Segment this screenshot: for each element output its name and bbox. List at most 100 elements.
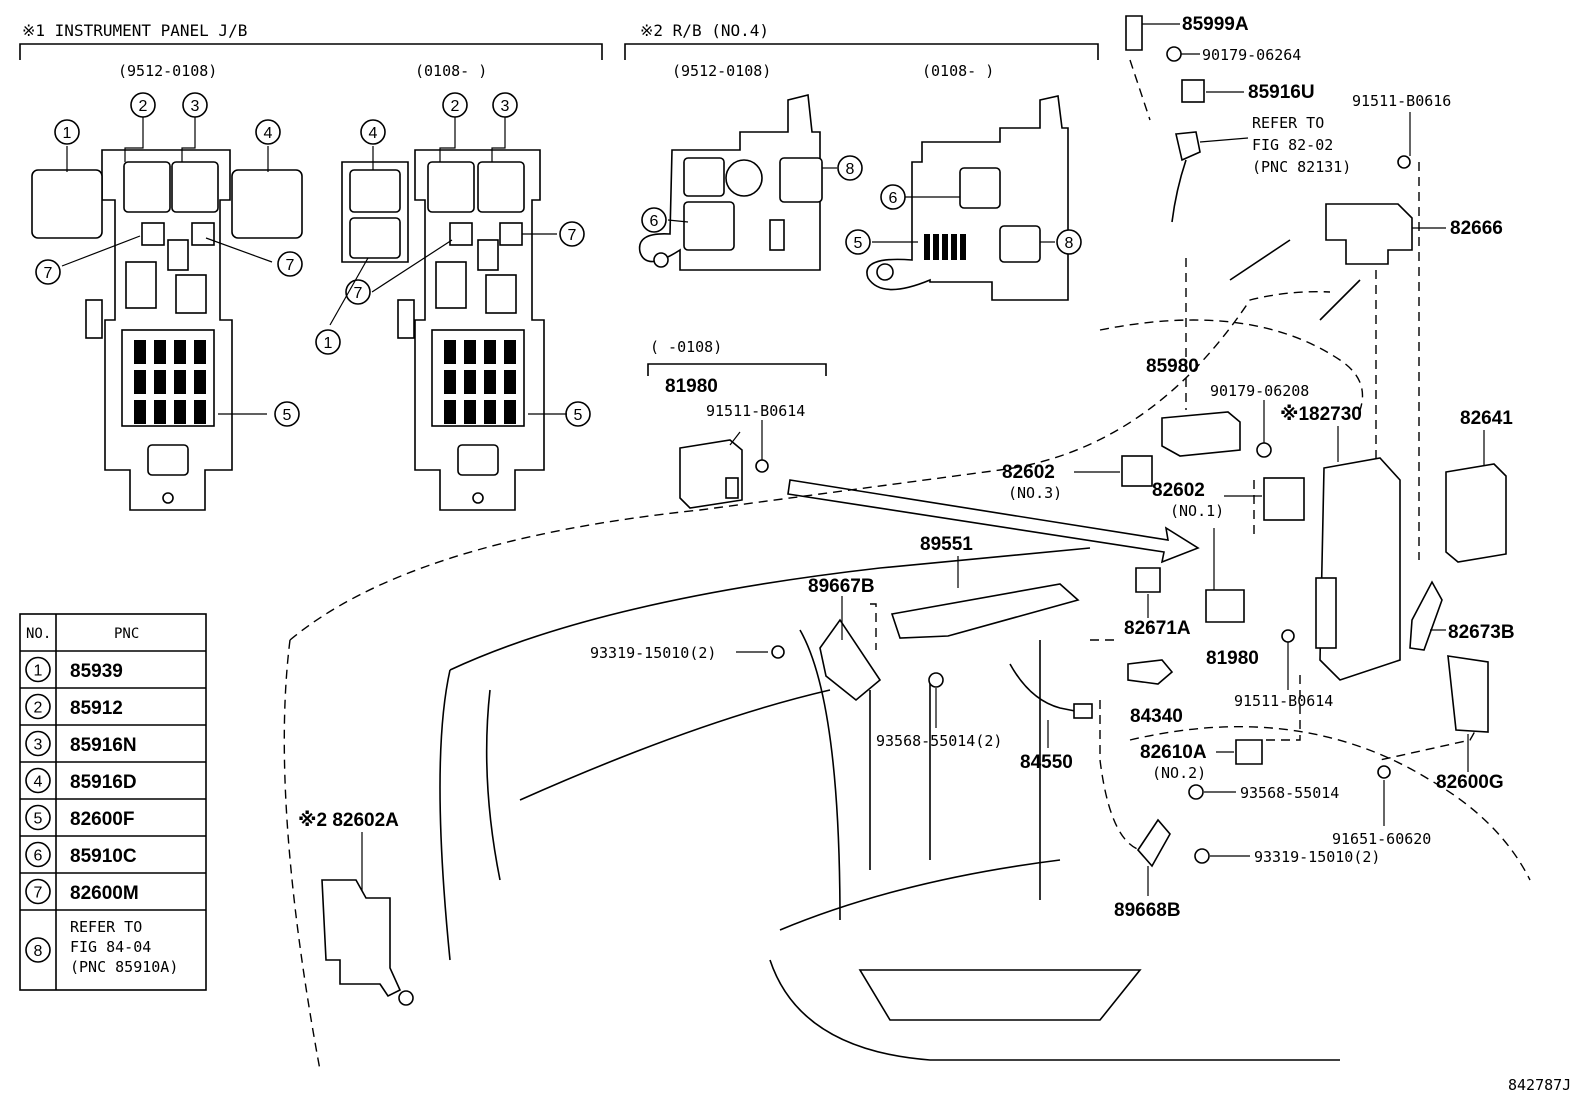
rb-bracket — [624, 43, 1099, 60]
svg-text:6: 6 — [889, 190, 898, 207]
part-93319-15010-right: 93319-15010(2) — [1254, 848, 1380, 866]
bracket-82673B — [1409, 580, 1443, 651]
part-81980-bottom: 81980 — [1206, 648, 1259, 669]
part-82673B: 82673B — [1448, 622, 1515, 643]
label-no2: (NO.2) — [1152, 764, 1206, 782]
svg-text:8: 8 — [1065, 235, 1074, 252]
fuse — [444, 400, 456, 424]
part-93568-55014: 93568-55014 — [1240, 784, 1339, 802]
svg-text:5: 5 — [574, 407, 583, 424]
clip-93568-55014 — [928, 672, 944, 688]
fuse — [134, 400, 146, 424]
svg-text:7: 7 — [568, 227, 577, 244]
relay-fuse-strip — [924, 234, 966, 260]
connector-82131 — [1175, 131, 1201, 162]
bolt-91511-B0614 — [1281, 629, 1295, 643]
part-91511-B0616: 91511-B0616 — [1352, 92, 1451, 110]
svg-text:2: 2 — [451, 98, 460, 115]
fuse — [504, 370, 516, 394]
svg-text:1: 1 — [324, 335, 333, 352]
fuse — [174, 370, 186, 394]
fuse — [504, 340, 516, 364]
svg-text:85910C: 85910C — [70, 846, 137, 867]
part-93568-55014-2: 93568-55014(2) — [876, 732, 1002, 750]
callout-7: 7 — [35, 259, 61, 285]
label-no1: (NO.1) — [1170, 502, 1224, 520]
svg-text:85939: 85939 — [70, 661, 123, 682]
svg-text:5: 5 — [283, 407, 292, 424]
refer-82131-line2: FIG 82-02 — [1252, 136, 1333, 154]
callout-1: 1 — [315, 329, 341, 355]
cover-82600G — [1447, 655, 1489, 733]
table-row: 7 82600M — [25, 878, 139, 905]
relay-block-late — [866, 95, 1069, 301]
svg-text:2: 2 — [34, 700, 43, 717]
part-85999A: 85999A — [1182, 14, 1249, 35]
relay-81980-early — [679, 420, 769, 509]
jb-period-b: (0108- ) — [415, 62, 487, 80]
table-header-pnc: PNC — [114, 626, 139, 642]
svg-text:4: 4 — [369, 125, 378, 142]
part-84550: 84550 — [1020, 752, 1073, 773]
callout-2: 2 — [442, 92, 468, 118]
svg-text:7: 7 — [286, 257, 295, 274]
svg-text:(PNC 85910A): (PNC 85910A) — [70, 958, 178, 976]
svg-text:3: 3 — [501, 98, 510, 115]
relay-82602-no3 — [1121, 455, 1153, 487]
callout-8: 8 — [837, 155, 863, 181]
svg-text:5: 5 — [854, 235, 863, 252]
fuse — [194, 370, 206, 394]
part-82730: ※182730 — [1280, 404, 1362, 425]
switch-84340 — [1127, 659, 1174, 685]
rb-period-a: (9512-0108) — [672, 62, 771, 80]
callout-2: 2 — [130, 92, 156, 118]
callout-6: 6 — [880, 184, 906, 210]
svg-text:6: 6 — [34, 848, 43, 865]
fuse — [134, 370, 146, 394]
svg-text:3: 3 — [34, 737, 43, 754]
svg-text:5: 5 — [34, 811, 43, 828]
relay-block-82602A — [321, 879, 402, 998]
svg-text:7: 7 — [34, 885, 43, 902]
part-82666: 82666 — [1450, 218, 1503, 239]
figure-id: 842787J — [1508, 1076, 1571, 1094]
nut-90179-06208 — [1256, 442, 1272, 458]
label-no3: (NO.3) — [1008, 484, 1062, 502]
fuse — [154, 400, 166, 424]
rb-header: ※2 R/B (NO.4) — [640, 21, 769, 40]
refer-82131-line1: REFER TO — [1252, 114, 1324, 132]
svg-text:85916D: 85916D — [70, 772, 137, 793]
harness-84550 — [1009, 663, 1081, 713]
junction-block-early — [31, 149, 303, 511]
fuse-block-late — [444, 340, 516, 424]
fuse-block-early — [134, 340, 206, 424]
fuse — [960, 234, 966, 260]
svg-text:REFER TO: REFER TO — [70, 918, 142, 936]
assembly-arrow — [787, 479, 1200, 564]
svg-text:82600M: 82600M — [70, 883, 139, 904]
fuse — [154, 340, 166, 364]
relay-82610A — [1235, 739, 1263, 765]
callout-4: 4 — [255, 119, 281, 145]
svg-text:4: 4 — [264, 125, 273, 142]
part-82671A: 82671A — [1124, 618, 1191, 639]
relay-85980 — [1161, 411, 1241, 457]
svg-text:4: 4 — [34, 774, 43, 791]
part-82602-no3: 82602 — [1002, 462, 1055, 483]
part-90179-06208: 90179-06208 — [1210, 382, 1309, 400]
callout-5: 5 — [274, 401, 300, 427]
clip-93568-55014-single — [1188, 784, 1204, 800]
part-89551: 89551 — [920, 534, 973, 555]
relay-82671A — [1135, 567, 1161, 593]
relay-85916U — [1181, 79, 1205, 103]
relay-block-early — [638, 94, 823, 271]
bracket-89668B — [1136, 818, 1171, 868]
part-82610A: 82610A — [1140, 742, 1207, 763]
fuse — [444, 340, 456, 364]
part-91511-B0614-top: 91511-B0614 — [706, 402, 805, 420]
callout-1: 1 — [54, 119, 80, 145]
